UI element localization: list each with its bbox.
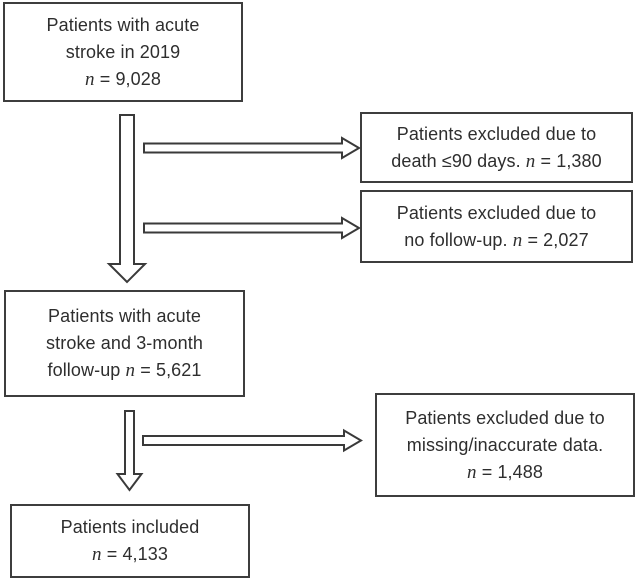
box-included: Patients included n = 4,133	[10, 504, 250, 578]
text-segment: follow-up	[47, 360, 126, 380]
box-text-line: missing/inaccurate data.	[407, 432, 604, 459]
down-arrow-source-to-followup	[106, 114, 148, 284]
italic-n: n	[512, 229, 523, 251]
text-segment: missing/inaccurate data.	[406, 434, 604, 455]
text-segment: = 1,380	[535, 150, 602, 171]
italic-n: n	[125, 360, 136, 381]
down-arrow-followup-to-included	[115, 410, 144, 492]
box-text-line: stroke in 2019	[66, 39, 180, 66]
italic-n: n	[85, 68, 95, 90]
box-followup-population: Patients with acute stroke and 3-month f…	[4, 290, 245, 397]
text-segment: Patients with acute	[46, 14, 200, 35]
text-segment: Patients excluded due to	[405, 407, 605, 428]
box-text-line: Patients excluded due to	[397, 121, 597, 148]
box-text-line: death ≤90 days. n = 1,380	[391, 148, 602, 175]
italic-n: n	[92, 544, 102, 565]
box-text-line: Patients included	[61, 514, 200, 541]
text-segment: stroke and 3-month	[46, 333, 203, 353]
text-segment: = 5,621	[135, 360, 202, 380]
right-arrow-to-excluded-no-followup	[143, 216, 361, 240]
right-arrow-to-excluded-death	[143, 136, 361, 160]
box-excluded-missing-data: Patients excluded due to missing/inaccur…	[375, 393, 635, 497]
italic-n: n	[467, 461, 477, 483]
box-source-population: Patients with acute stroke in 2019 n = 9…	[3, 2, 243, 102]
box-text-line: n = 1,488	[467, 459, 543, 486]
box-text-line: no follow-up. n = 2,027	[404, 227, 588, 254]
text-segment: death ≤90 days.	[391, 150, 526, 171]
text-segment: Patients excluded due to	[396, 123, 597, 144]
box-excluded-no-followup: Patients excluded due to no follow-up. n…	[360, 190, 633, 263]
text-segment: stroke in 2019	[65, 41, 181, 62]
text-segment: = 2,027	[522, 229, 589, 250]
box-text-line: Patients excluded due to	[405, 405, 605, 432]
text-segment: Patients with acute	[48, 306, 201, 326]
text-segment: Patients excluded due to	[396, 202, 597, 223]
italic-n: n	[525, 150, 536, 172]
box-text-line: Patients excluded due to	[397, 200, 597, 227]
text-segment: no follow-up.	[404, 229, 513, 250]
text-segment: = 4,133	[101, 544, 168, 564]
box-excluded-death: Patients excluded due to death ≤90 days.…	[360, 112, 633, 183]
text-segment: = 9,028	[94, 68, 161, 89]
text-segment: = 1,488	[476, 461, 543, 482]
box-text-line: Patients with acute	[48, 303, 201, 330]
text-segment: Patients included	[60, 517, 200, 537]
box-text-line: follow-up n = 5,621	[47, 357, 201, 384]
box-text-line: stroke and 3-month	[46, 330, 203, 357]
right-arrow-to-excluded-missing-data	[142, 428, 363, 453]
box-text-line: Patients with acute	[47, 12, 200, 39]
box-text-line: n = 9,028	[85, 66, 161, 93]
box-text-line: n = 4,133	[92, 541, 168, 568]
